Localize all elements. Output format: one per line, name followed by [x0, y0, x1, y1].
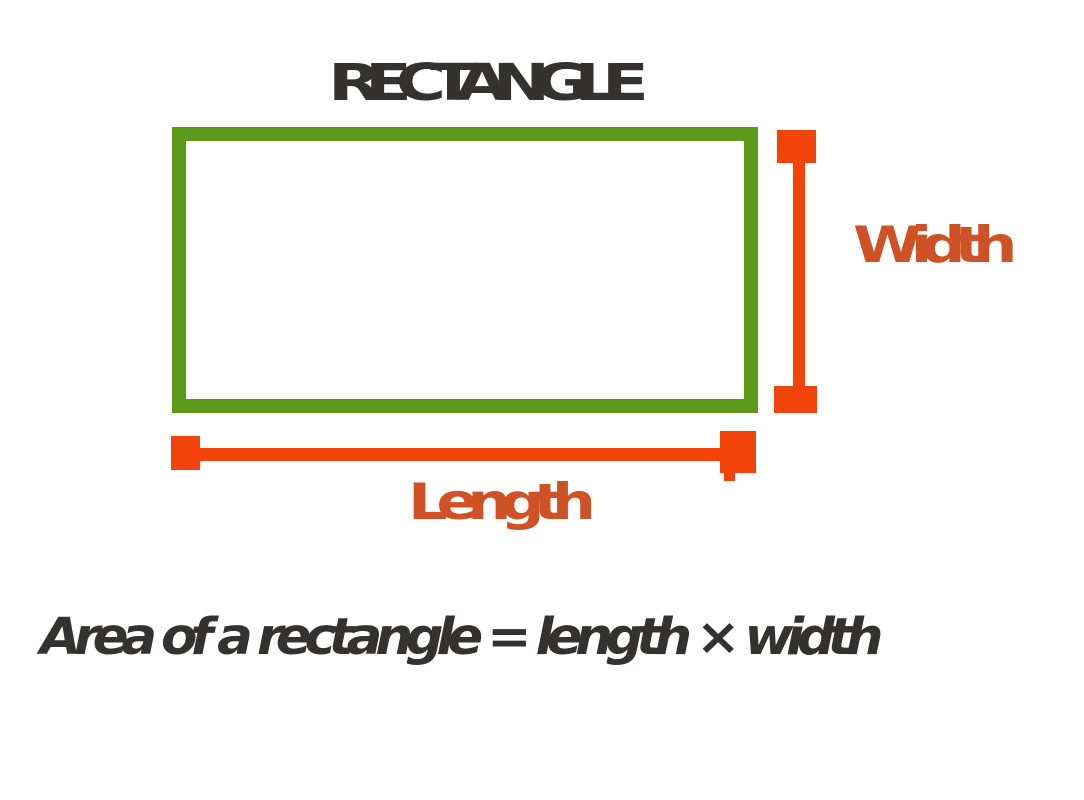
width-dimension-endpoint-bottom	[774, 386, 817, 413]
width-dimension-endpoint-top	[777, 130, 816, 163]
width-dimension-line	[793, 162, 805, 387]
rectangle-shape	[172, 127, 758, 413]
length-dimension-line	[198, 448, 722, 461]
area-formula: Area of a rectangle = length × width	[40, 608, 883, 667]
length-label: Length	[408, 473, 596, 531]
length-dimension-endpoint-right	[720, 431, 756, 473]
width-label: Width	[853, 216, 1017, 274]
length-dimension-endpoint-left	[171, 436, 200, 470]
diagram-title: RECTANGLE	[328, 54, 649, 113]
length-dimension-endpoint-notch	[724, 473, 735, 481]
